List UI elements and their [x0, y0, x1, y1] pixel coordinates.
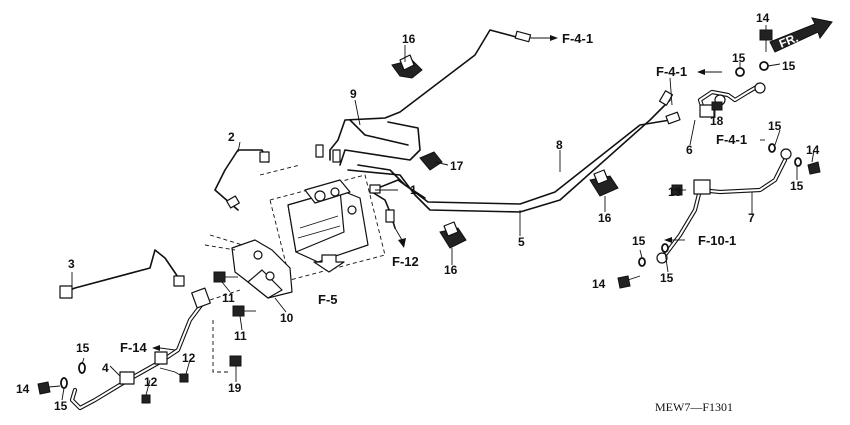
label-15-bottom-left: 15 [632, 234, 646, 248]
bolt-14-lower-left [37, 362, 86, 395]
bolt-12-a [179, 373, 189, 383]
bolt-11-lower [232, 305, 256, 317]
label-1: 1 [410, 183, 417, 197]
diagram-code: MEW7—F1301 [655, 400, 733, 414]
clamp-16-upper [391, 54, 423, 79]
label-17: 17 [450, 159, 464, 173]
brake-pipe-9 [315, 29, 532, 166]
ref-f-4-1-right: F-4-1 [656, 64, 687, 79]
label-11-upper: 11 [222, 291, 235, 305]
label-14-bottom: 14 [592, 277, 606, 291]
bolt-12-b [141, 394, 151, 404]
label-15-bottom-right: 15 [660, 271, 674, 285]
label-8: 8 [556, 138, 563, 152]
bolt-18 [711, 101, 723, 111]
front-marker-label: FR. [777, 31, 800, 51]
front-arrow-icon: FR. [769, 17, 833, 53]
leader-lines [61, 25, 815, 401]
label-15-top-right: 15 [782, 59, 796, 73]
label-18: 18 [710, 114, 724, 128]
label-16-top: 16 [402, 32, 416, 46]
label-10: 10 [280, 311, 294, 325]
label-7: 7 [748, 211, 755, 225]
brake-pipe-8 [357, 111, 681, 205]
label-4: 4 [102, 361, 109, 375]
brake-pipe-1 [369, 184, 396, 229]
bolt-14-bottom-right [617, 243, 669, 289]
label-15-top-left: 15 [732, 51, 746, 65]
label-9: 9 [350, 87, 357, 101]
label-14-top: 14 [756, 11, 770, 25]
label-15-right-upper: 15 [768, 119, 782, 133]
bolt-14-right [768, 143, 821, 175]
label-15-right-lower: 15 [790, 179, 804, 193]
bracket-17 [419, 151, 443, 171]
bolt-19 [212, 320, 242, 374]
label-15-left-upper: 15 [76, 341, 90, 355]
brake-pipe-2 [214, 149, 270, 211]
label-16-middle: 16 [444, 263, 458, 277]
label-6: 6 [686, 143, 693, 157]
label-12-b: 12 [144, 375, 158, 389]
label-11-lower: 11 [234, 329, 247, 343]
brake-pipe-3 [59, 249, 185, 299]
part-number-labels: 16 9 2 3 1 8 5 6 18 7 13 17 16 16 10 11 … [16, 11, 820, 413]
bolt-11-upper [213, 271, 238, 283]
ref-f-10-1: F-10-1 [698, 233, 736, 248]
brake-hose-7 [656, 148, 792, 264]
bolt-14-top-right [735, 29, 773, 77]
ref-f-14: F-14 [120, 340, 148, 355]
abs-modulator [209, 164, 386, 281]
label-5: 5 [518, 235, 525, 249]
label-14-right: 14 [806, 143, 820, 157]
brake-hose-4 [69, 287, 211, 411]
label-14-lower-left: 14 [16, 382, 30, 396]
f5-arrow [313, 254, 345, 273]
clamp-16-right [589, 169, 619, 197]
label-3: 3 [68, 257, 75, 271]
ref-f-4-1-middle: F-4-1 [716, 132, 747, 147]
label-15-left-lower: 15 [54, 399, 68, 413]
brake-hose-6 [697, 82, 766, 118]
ref-f-12: F-12 [392, 254, 419, 269]
bracket-10 [204, 239, 293, 301]
ref-f-5: F-5 [318, 292, 338, 307]
label-16-right: 16 [598, 211, 612, 225]
ref-f-4-1-top: F-4-1 [562, 31, 593, 46]
label-12-a: 12 [182, 351, 196, 365]
brake-pipe-5 [347, 90, 674, 213]
label-19: 19 [228, 381, 242, 395]
label-13: 13 [668, 185, 682, 199]
clamp-16-middle [439, 221, 467, 249]
reference-labels: F-4-1 F-4-1 F-4-1 F-12 F-5 F-10-1 F-14 [120, 31, 747, 355]
label-2: 2 [228, 130, 235, 144]
